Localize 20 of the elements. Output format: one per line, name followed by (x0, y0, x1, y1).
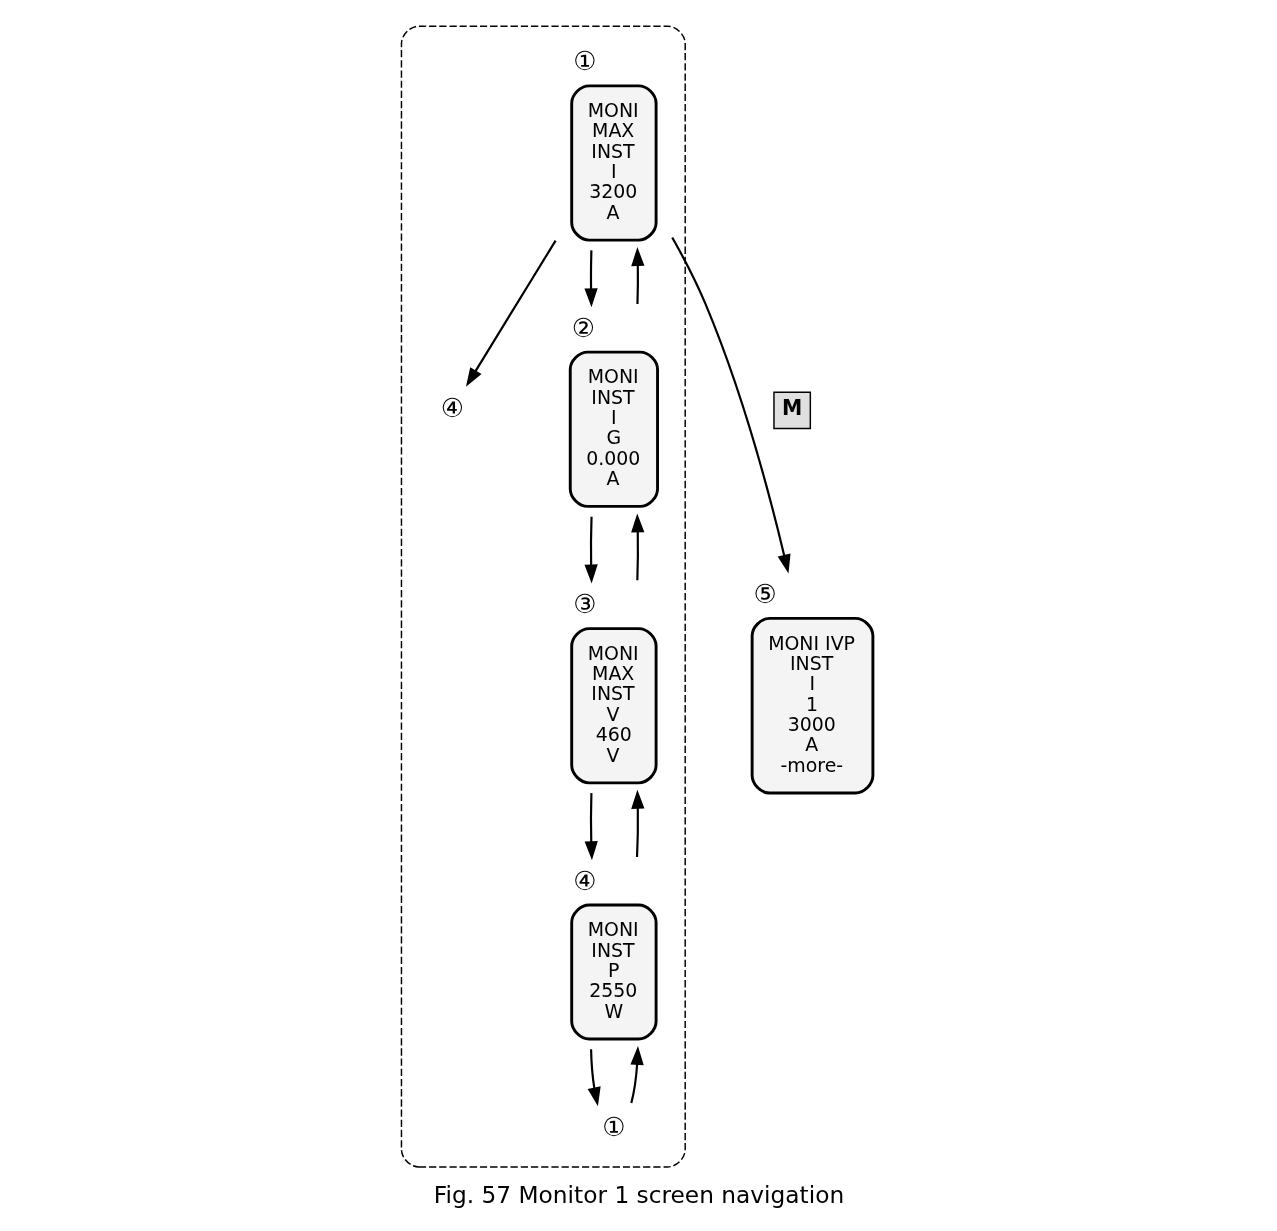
node-text: ④ (440, 392, 464, 423)
node-label: ⑤ (753, 578, 777, 609)
arrow (629, 1045, 644, 1104)
node-text: ① (601, 1111, 626, 1142)
node-label: ② (571, 312, 595, 343)
arrow (587, 1049, 601, 1107)
edge-label: M (781, 395, 802, 420)
arrow (465, 240, 557, 387)
caption: Fig. 57 Monitor 1 screen navigation (433, 1181, 844, 1209)
node-label: ① (572, 46, 597, 77)
arrow (670, 236, 791, 574)
arrow (630, 513, 644, 581)
node-label: ③ (572, 589, 597, 620)
node-label: ④ (572, 865, 597, 896)
arrow (583, 250, 598, 308)
arrow (630, 247, 644, 304)
arrow (584, 793, 598, 861)
arrow (584, 516, 598, 584)
cluster (400, 25, 686, 1168)
arrow (630, 789, 644, 857)
